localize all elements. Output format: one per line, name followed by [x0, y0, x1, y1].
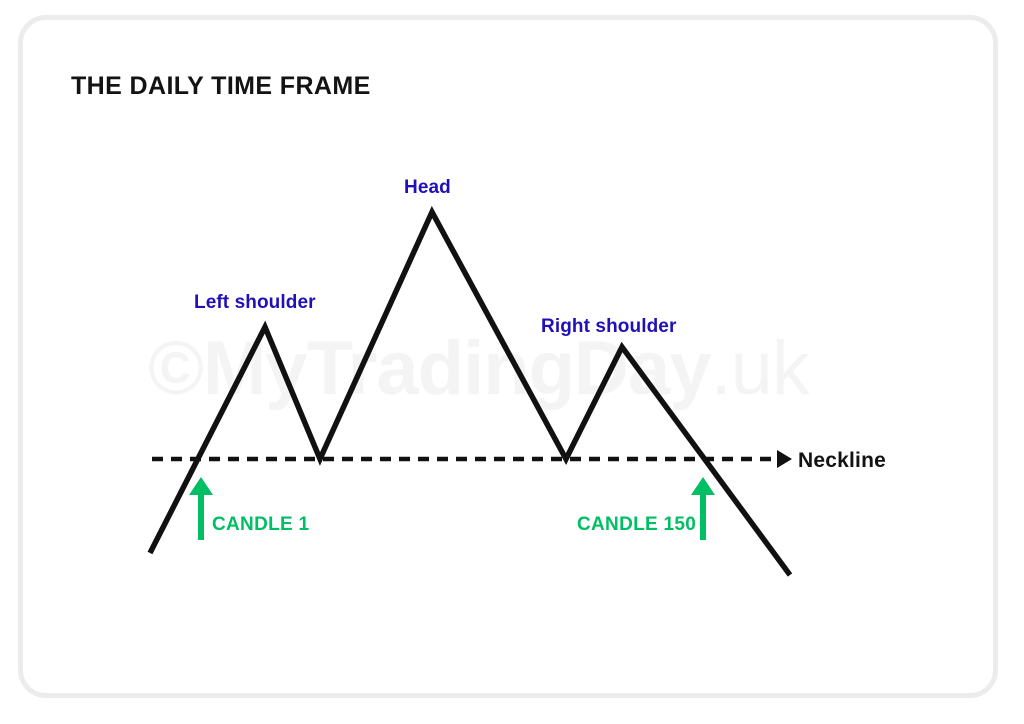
annotation-candle-150: CANDLE 150 — [577, 514, 697, 535]
annotation-head: Head — [404, 177, 451, 198]
price-line — [147, 205, 793, 577]
annotation-candle-1: CANDLE 1 — [212, 514, 310, 535]
annotation-right-shoulder: Right shoulder — [541, 316, 677, 337]
outer-frame-border — [18, 15, 998, 698]
annotation-neckline: Neckline — [798, 449, 886, 472]
annotation-left-shoulder: Left shoulder — [194, 292, 316, 313]
candle-150-arrow-icon — [691, 477, 715, 540]
candle-1-arrow-icon — [189, 477, 213, 540]
page-title: THE DAILY TIME FRAME — [71, 72, 371, 100]
neckline-arrow-icon — [777, 450, 792, 468]
